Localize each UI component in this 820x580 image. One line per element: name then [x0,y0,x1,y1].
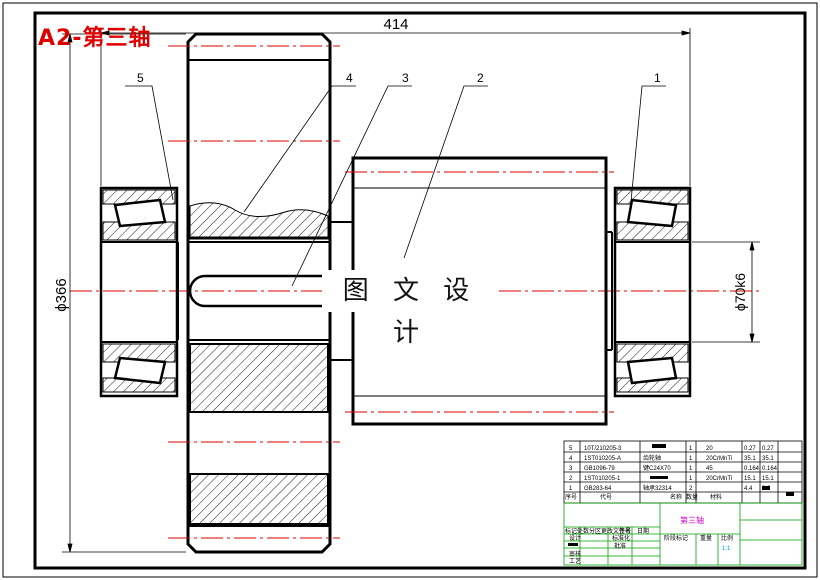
dimension-length-text: 414 [383,16,408,33]
dimension-overall-length [100,28,691,186]
parts-cell-w2: 8.8 [762,486,771,492]
dimension-gear-diameter [62,33,186,553]
parts-cell-w2: 15.1 [762,476,774,482]
parts-cell-w1: 35.1 [744,456,756,462]
parts-cell-code: GB283-64 [584,486,612,492]
parts-cell-name: 轴承32314 [643,484,672,492]
label-approve: 批准 [614,542,626,550]
parts-cell-qty: 1 [689,456,693,462]
label-stage: 阶段标记 [664,534,688,542]
parts-cell-qty: 1 [689,476,693,482]
gear-centerlines [168,45,340,539]
label-standard: 标准化 [612,534,630,542]
header-code: 代号 [600,493,612,501]
parts-cell-qty: 1 [689,446,693,452]
header-material: 材料 [710,493,722,501]
gear-body [177,32,332,554]
parts-cell-code: GB1096-79 [584,466,615,472]
parts-cell-material: 20CrMnTi [706,456,732,462]
label-date: 日期 [637,527,649,535]
inner-drawing-frame [33,11,807,570]
label-design: 设计 [569,534,581,542]
parts-cell-no: 2 [569,476,573,482]
header-no: 序号 [565,493,577,501]
header-qty: 数量 [686,493,698,501]
label-scale-value: 1:1 [722,546,731,552]
parts-cell-w2: 0.27 [762,446,774,452]
parts-cell-w1: 4.4 [744,486,753,492]
parts-table: 5 10T/210205-3 1 20 0.27 0.27 4 1ST010205-A 齿轮轴 1… [563,440,803,504]
parts-cell-no: 4 [569,456,573,462]
watermark-text: 图 文 设 计 [322,270,498,348]
parts-cell-code: 10T/210205-3 [584,446,622,452]
left-bearing [99,186,179,398]
label-revision: 标记处数分区更改文件号 [565,527,631,535]
balloon-1: 1 [654,71,661,85]
balloon-3: 3 [402,71,409,85]
parts-cell-material: 45 [706,466,713,472]
title-block-part-name: 第三轴 [680,515,704,525]
parts-cell-w1: 0.27 [744,446,756,452]
balloon-2: 2 [477,71,484,85]
leader-lines [125,85,666,287]
parts-cell-material: 20 [706,446,713,452]
parts-cell-no: 1 [569,486,573,492]
parts-cell-code: 1ST010205-1 [584,476,621,482]
shaft-centerlines [345,171,614,413]
balloon-5: 5 [137,71,144,85]
title-block: 第三轴 标记处数分区更改文件号 签名 日期 设计 标准化 批准 审核 工艺 阶段… [563,502,803,566]
dimension-diameter-text: ϕ366 [53,278,70,311]
parts-cell-w2: 35.1 [762,456,774,462]
balloon-4: 4 [346,71,353,85]
parts-cell-qty: 1 [689,466,693,472]
parts-cell-no: 3 [569,466,573,472]
drawing-title: A2-第三轴 [38,26,152,51]
parts-cell-qty: 2 [689,486,693,492]
label-weight: 重量 [700,534,712,542]
label-process: 工艺 [569,557,581,565]
parts-cell-code: 1ST010205-A [584,456,621,462]
dimension-fit-text: ϕ70k6 [732,273,748,311]
parts-cell-w1: 15.1 [744,476,756,482]
parts-cell-name: 键C24X70 [643,464,671,472]
parts-cell-name: 齿轮轴 [643,454,661,462]
header-name: 名称 [670,493,682,501]
parts-cell-w1: 0.164 [744,466,760,472]
parts-cell-w2: 0.164 [762,466,778,472]
label-sign: 签名 [619,527,631,535]
right-bearing [613,186,692,398]
parts-cell-material: 20CrMnTi [706,476,732,482]
dimension-shaft-fit [692,241,760,343]
label-check: 审核 [569,550,581,558]
label-scale: 比例 [721,534,733,542]
parts-cell-no: 5 [569,446,573,452]
